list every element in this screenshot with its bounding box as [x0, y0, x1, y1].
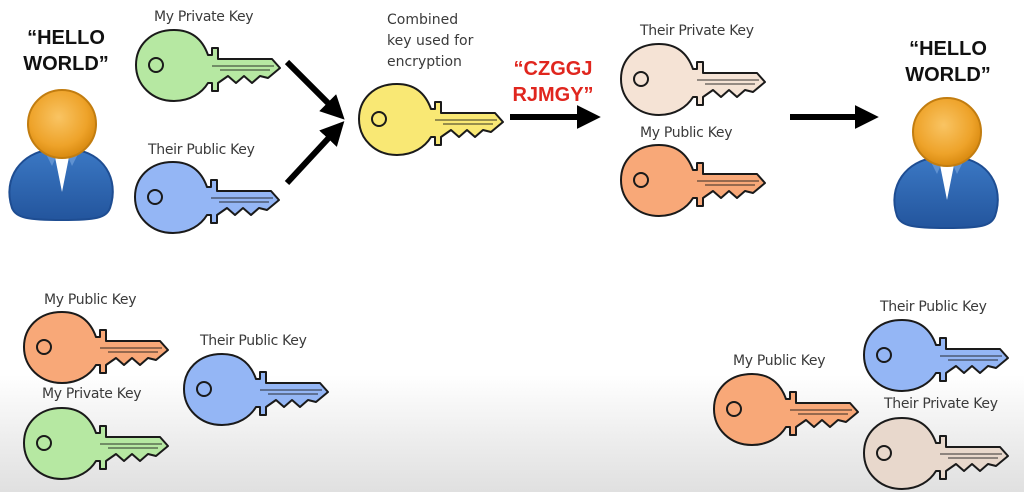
key-icon: [358, 83, 504, 156]
key-icon: [135, 29, 281, 102]
ciphertext-line: RJMGY”: [512, 84, 594, 106]
sender-message: “HELLO WORLD”: [20, 25, 112, 77]
key-label: Their Private Key: [884, 396, 998, 412]
ciphertext-line: “CZGGJ: [513, 58, 593, 80]
key-icon: [863, 417, 1009, 490]
receiver-message: “HELLO WORLD”: [898, 36, 998, 88]
key-icon: [183, 353, 329, 426]
key-icon: [620, 43, 766, 116]
arrow-icon: [284, 121, 345, 186]
key-label: Their Public Key: [148, 142, 255, 158]
key-label: My Public Key: [44, 292, 137, 308]
key-label: Their Private Key: [640, 23, 754, 39]
key-icon: [23, 311, 169, 384]
key-label: My Public Key: [733, 353, 826, 369]
combined-key-label-line: key used for: [387, 33, 474, 49]
key-label: My Private Key: [42, 386, 142, 402]
key-icon: [620, 144, 766, 217]
ciphertext: “CZGGJ RJMGY”: [505, 56, 601, 108]
key-icon: [863, 319, 1009, 392]
key-label: My Public Key: [640, 125, 733, 141]
sender-message-line: “HELLO: [27, 27, 105, 49]
sender-message-line: WORLD”: [23, 53, 109, 75]
key-icon: [713, 373, 859, 446]
receiver-message-line: “HELLO: [909, 38, 987, 60]
combined-key-label-line: Combined: [387, 12, 459, 28]
key-icon: [23, 407, 169, 480]
key-label: My Private Key: [154, 9, 254, 25]
combined-key-label-line: encryption: [387, 54, 462, 70]
key-icon: [134, 161, 280, 234]
key-label: Their Public Key: [200, 333, 307, 349]
receiver-message-line: WORLD”: [905, 64, 991, 86]
key-label: Their Public Key: [880, 299, 987, 315]
arrow-icon: [284, 59, 345, 120]
receiver-person-icon: [893, 97, 999, 229]
combined-key-label: Combined key used for encryption: [387, 10, 507, 73]
sender-person-icon: [8, 89, 114, 221]
